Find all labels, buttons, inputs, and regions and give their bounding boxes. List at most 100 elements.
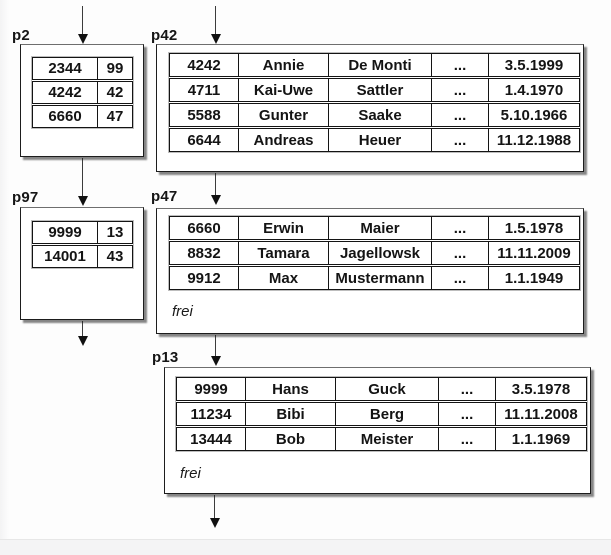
table-cell: ... — [438, 378, 495, 400]
table-cell: 1.4.1970 — [488, 79, 579, 101]
page-label-p42: p42 — [151, 27, 178, 44]
table-cell: Maier — [328, 217, 431, 239]
table-cell: Berg — [335, 403, 438, 425]
table-cell: 6660 — [48, 108, 82, 125]
table-cell: 4242 — [187, 56, 221, 74]
table-cell: 11.11.2009 — [488, 242, 579, 264]
table-cell: 1.1.1969 — [495, 428, 586, 450]
table-cell: ... — [431, 104, 488, 126]
table-cell: 42 — [97, 82, 132, 103]
table-cell: ... — [431, 54, 488, 76]
table-cell: 2344 — [48, 60, 82, 77]
table-cell: Saake — [328, 104, 431, 126]
arrow-stem — [214, 6, 217, 34]
table-cell: 1.5.1978 — [488, 217, 579, 239]
arrow-head-down-icon — [77, 196, 88, 206]
table-row: 2344 99 — [32, 57, 133, 80]
table-cell: Mustermann — [328, 267, 431, 289]
table-cell: 3.5.1978 — [495, 378, 586, 400]
table-cell: 4711 — [187, 81, 221, 99]
table-cell: Heuer — [328, 129, 431, 151]
table-cell: 6644 — [187, 131, 221, 149]
arrow-stem — [81, 6, 84, 34]
table-cell: ... — [431, 242, 488, 264]
table-cell: 14001 — [44, 248, 86, 265]
table-cell: Max — [238, 267, 328, 289]
left-edge-strip — [0, 0, 9, 554]
arrow-into-p42-icon — [210, 6, 221, 44]
table-cell: ... — [438, 428, 495, 450]
arrow-stem — [81, 158, 84, 196]
footer-strip — [0, 539, 611, 555]
table-cell: 43 — [97, 246, 132, 267]
table-cell: 99 — [97, 58, 132, 79]
table-cell: ... — [431, 79, 488, 101]
table-cell: Tamara — [238, 242, 328, 264]
arrow-head-down-icon — [210, 356, 221, 366]
arrow-stem — [214, 173, 217, 195]
table-cell: 13444 — [190, 430, 232, 448]
table-cell: 11.11.2008 — [495, 403, 586, 425]
arrow-p42-to-p47-icon — [210, 173, 221, 205]
table-cell: Erwin — [238, 217, 328, 239]
table-cell: 9999 — [48, 224, 82, 241]
page-label-p47: p47 — [151, 188, 178, 205]
table-cell: Jagellowsk — [328, 242, 431, 264]
table-cell: 6660 — [187, 219, 221, 237]
arrow-head-down-icon — [210, 195, 221, 205]
page-label-p2: p2 — [12, 27, 30, 44]
arrow-below-p97-icon — [77, 321, 88, 346]
table-cell: ... — [431, 217, 488, 239]
table-cell: 5.10.1966 — [488, 104, 579, 126]
free-space-label: frei — [172, 303, 193, 320]
table-cell: 5588 — [187, 106, 221, 124]
table-cell: 8832 — [187, 244, 221, 262]
arrow-below-p13-icon — [209, 495, 220, 528]
table-cell: 1.1.1949 — [488, 267, 579, 289]
table-cell: Gunter — [238, 104, 328, 126]
table-cell: 9912 — [187, 269, 221, 287]
arrow-stem — [214, 335, 217, 356]
arrow-head-down-icon — [210, 34, 221, 44]
table-cell: De Monti — [328, 54, 431, 76]
free-space-label: frei — [180, 465, 201, 482]
arrow-head-down-icon — [209, 518, 220, 528]
table-cell: ... — [438, 403, 495, 425]
table-cell: 11.12.1988 — [488, 129, 579, 151]
table-cell: 3.5.1999 — [488, 54, 579, 76]
table-cell: Kai-Uwe — [238, 79, 328, 101]
page-label-p13: p13 — [152, 349, 179, 366]
table-cell: Guck — [335, 378, 438, 400]
table-cell: Annie — [238, 54, 328, 76]
arrow-stem — [81, 321, 84, 336]
arrow-head-down-icon — [77, 34, 88, 44]
arrow-p47-to-p13-icon — [210, 335, 221, 366]
table-cell: 9999 — [194, 380, 228, 398]
table-cell: Hans — [245, 378, 335, 400]
arrow-stem — [213, 495, 216, 518]
table-row: 14001 43 — [32, 245, 133, 268]
table-cell: Andreas — [238, 129, 328, 151]
